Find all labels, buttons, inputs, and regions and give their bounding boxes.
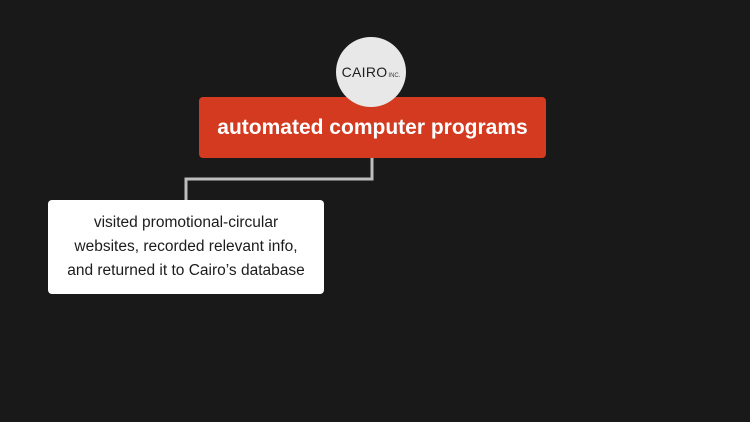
logo-suffix: INC. <box>388 73 401 79</box>
main-node-label: automated computer programs <box>217 115 528 139</box>
child-node-text: visited promotional-circular websites, r… <box>67 211 305 283</box>
child-node-line-3: and returned it to Cairo’s database <box>67 262 305 279</box>
connector-path <box>184 158 374 200</box>
child-node-line-1: visited promotional-circular <box>93 214 279 231</box>
logo-wordmark: CAIRO INC. <box>342 64 401 80</box>
cairo-logo: CAIRO INC. <box>336 37 406 107</box>
child-node-line-2: websites, recorded relevant info, <box>74 238 298 255</box>
main-node: automated computer programs <box>199 97 546 158</box>
logo-name: CAIRO <box>341 64 388 80</box>
child-node: visited promotional-circular websites, r… <box>48 200 324 294</box>
